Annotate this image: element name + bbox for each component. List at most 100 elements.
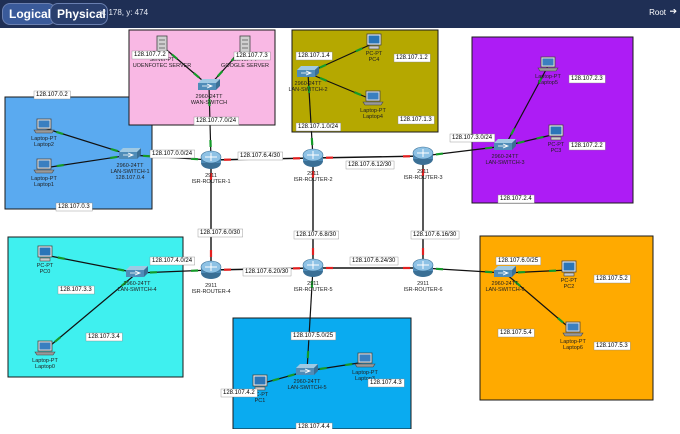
ip-label[interactable]: 128.107.3.3 [60,287,92,293]
host-laptop6[interactable] [563,322,583,336]
ip-label[interactable]: 128.107.6.16/30 [413,232,457,238]
switch-name-label: LAN-SWITCH-6 [485,287,524,293]
ip-label[interactable]: 128.107.2.3 [571,76,603,82]
pc-icon [367,34,381,49]
host-google-server[interactable] [240,36,250,54]
ip-label[interactable]: 128.107.4.0/24 [152,258,193,264]
switch-s4[interactable] [126,266,148,277]
ip-label[interactable]: 128.107.6.8/30 [296,232,337,238]
laptop-icon [35,341,55,355]
host-laptop4[interactable] [363,91,383,105]
ip-label[interactable]: 128.107.6.0/30 [200,230,241,236]
port-indicator [117,269,124,270]
switch-icon [126,266,148,277]
host-laptop0[interactable] [35,341,55,355]
host-pc4[interactable] [367,34,381,49]
host-pc2[interactable] [562,261,576,276]
host-pc3[interactable] [549,125,563,140]
switch-s6[interactable] [494,266,516,277]
ip-label[interactable]: 128.107.3.4 [88,334,120,340]
switch-s3[interactable] [494,139,516,150]
ip-label[interactable]: 128.107.5.2 [596,276,628,282]
host-name-label: GOOGLE SERVER [221,63,269,69]
router-r6[interactable] [413,259,433,277]
switch-name-label: LAN-SWITCH-5 [287,385,326,391]
ip-label[interactable]: 128.107.0.0/24 [152,151,193,157]
ip-label[interactable]: 128.107.6.4/30 [240,153,281,159]
port-indicator [110,157,117,158]
server-zone[interactable] [129,30,275,125]
ip-label[interactable]: 128.107.7.2 [134,52,166,58]
host-name-label: Laptop4 [363,114,383,120]
ip-label[interactable]: 128.107.1.0/24 [298,124,339,130]
switch-s2[interactable] [297,66,319,77]
ip-label[interactable]: 128.107.7.0/24 [196,118,237,124]
ip-label[interactable]: 128.107.4.3 [370,380,402,386]
host-name-label: PC4 [369,57,380,63]
host-pc0[interactable] [38,246,52,261]
host-name-label: PC3 [551,148,562,154]
ip-label[interactable]: 128.107.5.0/25 [293,333,334,339]
ip-label[interactable]: 128.107.6.20/30 [245,269,289,275]
switch-name-label: LAN-SWITCH-2 [288,87,327,93]
ip-label[interactable]: 128.107.2.2 [571,143,603,149]
root-arrow-icon[interactable]: ➔ [669,6,677,17]
port-indicator [537,137,544,139]
laptop-icon [34,159,54,173]
ip-label[interactable]: 128.107.1.2 [396,55,428,61]
host-name-label: Laptop6 [563,345,583,351]
router-icon [413,147,433,165]
router-r1[interactable] [201,151,221,169]
router-r3[interactable] [413,147,433,165]
ip-label[interactable]: 128.107.6.12/30 [348,162,392,168]
host-laptop2[interactable] [34,119,54,133]
top-toolbar: Logical Physical x: 178, y: 474 Root ➔ [0,0,680,28]
switch-ip-label: 128.107.0.4 [115,175,144,181]
host-laptop1[interactable] [34,159,54,173]
host-name-label: Laptop0 [35,364,55,370]
pc-icon [562,261,576,276]
ip-label[interactable]: 128.107.6.24/30 [352,258,396,264]
switch-name-label: LAN-SWITCH-3 [485,160,524,166]
pc-icon [253,375,267,390]
host-name-label: PC1 [255,398,266,404]
ip-label[interactable]: 128.107.0.3 [58,204,90,210]
host-name-label: UOENFOTEC SERVER [133,63,192,69]
router-r2[interactable] [303,149,323,167]
host-pc1[interactable] [253,375,267,390]
ip-label[interactable]: 128.107.3.0/24 [452,135,493,141]
router-r4[interactable] [201,261,221,279]
switch-s5[interactable] [296,364,318,375]
router-name-label: ISR-ROUTER-1 [191,179,230,185]
port-indicator [57,165,64,166]
root-button[interactable]: Root [649,8,666,17]
ip-label[interactable]: 128.107.0.2 [36,92,68,98]
switch-s1[interactable] [119,148,141,159]
switch-sw[interactable] [198,79,220,90]
cursor-coordinates: x: 178, y: 474 [100,8,148,17]
port-indicator [320,368,327,369]
switch-icon [296,364,318,375]
ip-label[interactable]: 128.107.4.4 [298,424,330,429]
router-icon [303,259,323,277]
logical-view-button[interactable]: Logical [2,3,56,25]
host-name-label: Laptop5 [538,80,558,86]
ip-label[interactable]: 128.107.1.3 [400,117,432,123]
switch-icon [494,266,516,277]
ip-label[interactable]: 128.107.4.2 [223,390,255,396]
ip-label[interactable]: 128.107.6.0/25 [498,258,539,264]
ip-label[interactable]: 128.107.1.4 [298,53,330,59]
host-name-label: PC0 [40,269,51,275]
ip-label[interactable]: 128.107.7.3 [236,53,268,59]
ip-label[interactable]: 128.107.5.4 [500,330,532,336]
host-laptop5[interactable] [538,57,558,71]
router-r5[interactable] [303,259,323,277]
router-name-label: ISR-ROUTER-3 [403,175,442,181]
ip-label[interactable]: 128.107.2.4 [500,196,532,202]
server-icon [240,36,250,54]
router-icon [303,149,323,167]
laptop-icon [34,119,54,133]
ip-label[interactable]: 128.107.5.3 [596,343,628,349]
host-laptop3[interactable] [355,353,375,367]
